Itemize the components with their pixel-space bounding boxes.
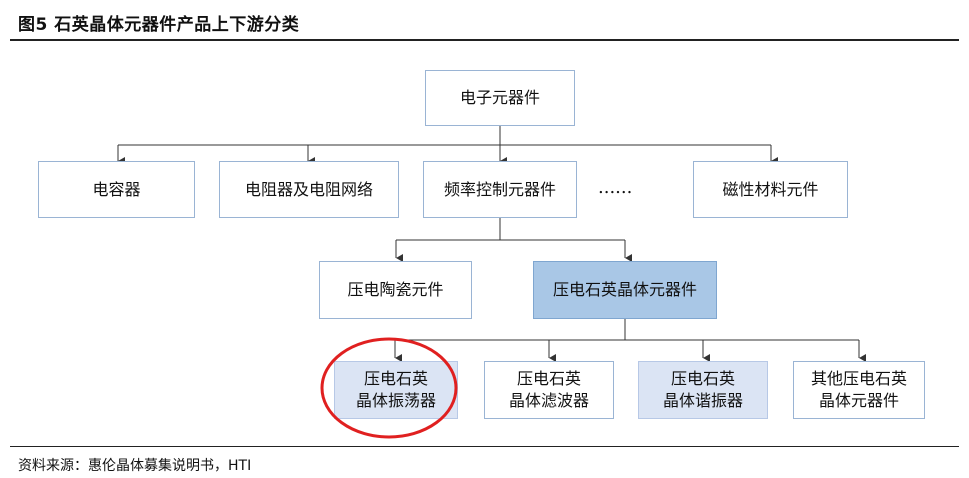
node-electronic-components: 电子元器件 xyxy=(425,70,575,126)
node-capacitor: 电容器 xyxy=(38,161,195,218)
ellipsis: ...... xyxy=(598,177,633,198)
node-resistor-network: 电阻器及电阻网络 xyxy=(219,161,399,218)
node-magnetic-material: 磁性材料元件 xyxy=(693,161,848,218)
figure-title: 图5 石英晶体元器件产品上下游分类 xyxy=(18,15,300,35)
node-frequency-control: 频率控制元器件 xyxy=(423,161,577,218)
node-crystal-oscillator: 压电石英 晶体振荡器 xyxy=(334,361,458,419)
node-crystal-resonator: 压电石英 晶体谐振器 xyxy=(638,361,768,419)
footer-rule xyxy=(10,446,959,447)
source-note: 资料来源：惠伦晶体募集说明书，HTI xyxy=(18,458,252,474)
node-crystal-filter: 压电石英 晶体滤波器 xyxy=(484,361,614,419)
node-piezo-ceramic: 压电陶瓷元件 xyxy=(319,261,472,319)
highlight-circle xyxy=(320,337,458,439)
node-piezo-quartz-crystal: 压电石英晶体元器件 xyxy=(533,261,717,319)
node-other-crystal-components: 其他压电石英 晶体元器件 xyxy=(793,361,925,419)
title-rule xyxy=(10,39,959,41)
